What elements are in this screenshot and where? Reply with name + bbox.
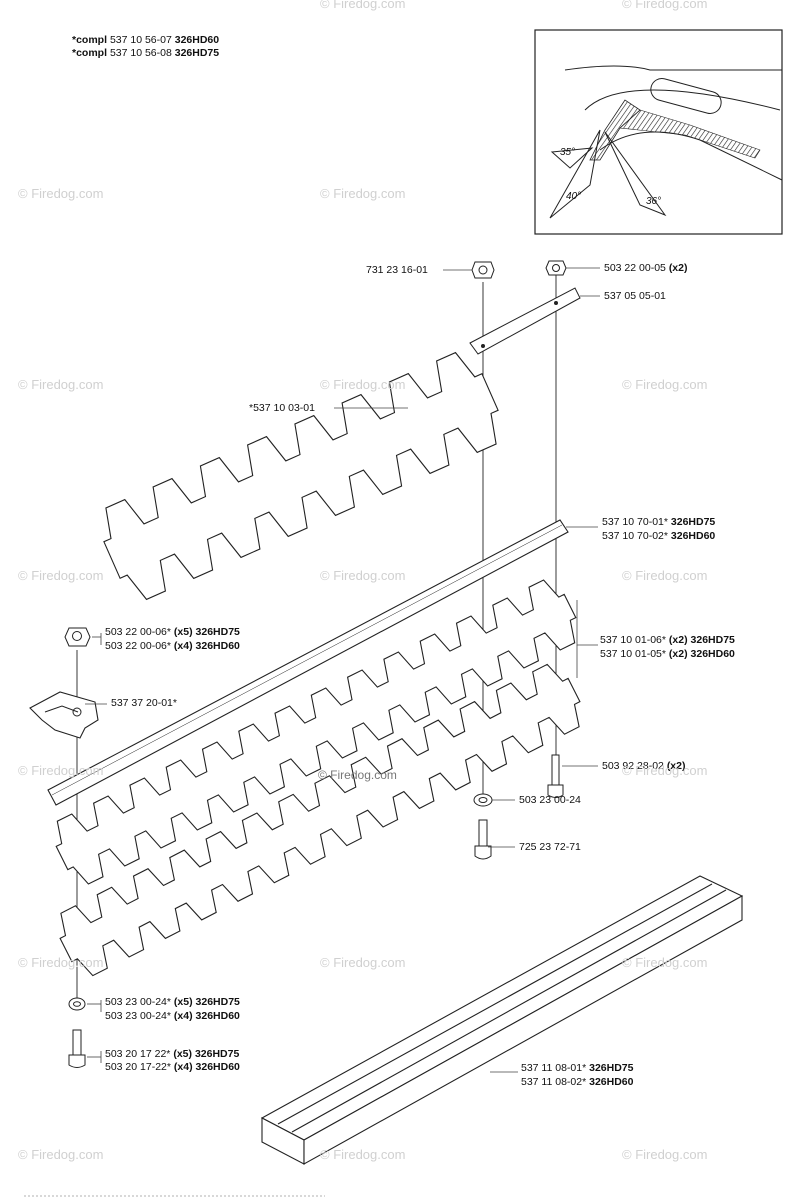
label-screw-right: 503 92 28-02 (x2): [602, 760, 686, 772]
angle-label-1: 35°: [560, 147, 576, 158]
label-washer-left-1: 503 23 00-24* (x5) 326HD75: [105, 996, 240, 1008]
label-blade-main: *537 10 03-01: [249, 402, 315, 414]
label-nut-top: 731 23 16-01: [366, 264, 428, 276]
watermark: © Firedog.com: [18, 955, 104, 970]
guard-537-11-08: [260, 875, 744, 1165]
watermark: © Firedog.com: [320, 377, 406, 392]
watermark: © Firedog.com: [18, 763, 104, 778]
label-bar-long-2: 537 10 70-02* 326HD60: [602, 530, 716, 542]
screw-503-92-28-02: [547, 754, 564, 798]
screw-503-20-17-22: [68, 1029, 86, 1068]
screw-725-23-72-71: [474, 819, 492, 860]
label-nut-left-1: 503 22 00-06* (x5) 326HD75: [105, 626, 240, 638]
nut-731-23-16-01: [471, 261, 495, 279]
washer-503-23-00-24: [473, 793, 493, 807]
label-blades-2: 537 10 01-05* (x2) 326HD60: [600, 648, 735, 660]
watermark: © Firedog.com: [320, 1147, 406, 1162]
blade-537-10-03-01: [103, 351, 499, 601]
watermark: © Firedog.com: [18, 377, 104, 392]
label-washer-mid: 503 23 00-24: [519, 794, 581, 806]
bar-537-10-70: [47, 519, 569, 806]
leader-lines: [85, 267, 600, 1073]
bar-537-05-05-01: [469, 287, 581, 355]
bracket-537-37-20-01: [29, 691, 99, 739]
header-line-1: *compl 537 10 56-07 326HD60: [72, 34, 220, 46]
watermark: © Firedog.com: [622, 568, 708, 583]
label-washer-left-2: 503 23 00-24* (x4) 326HD60: [105, 1010, 240, 1022]
header-line-2: *compl 537 10 56-08 326HD75: [72, 47, 220, 59]
label-bar-top: 537 05 05-01: [604, 290, 666, 302]
angle-label-3: 36°: [646, 196, 662, 207]
nut-503-22-00-06: [64, 627, 91, 647]
nut-503-22-00-05: [545, 260, 567, 276]
detail-inset: [534, 29, 783, 235]
label-blades-1: 537 10 01-06* (x2) 326HD75: [600, 634, 735, 646]
angle-label-2: 40°: [566, 191, 582, 202]
watermark: © Firedog.com: [320, 186, 406, 201]
label-nut-left-2: 503 22 00-06* (x4) 326HD60: [105, 640, 240, 652]
label-guard-2: 537 11 08-02* 326HD60: [521, 1076, 634, 1088]
watermark: © Firedog.com: [320, 955, 406, 970]
watermark: © Firedog.com: [320, 0, 406, 11]
label-bar-long-1: 537 10 70-01* 326HD75: [602, 516, 716, 528]
watermark: © Firedog.com: [320, 568, 406, 583]
label-screw-mid: 725 23 72-71: [519, 841, 581, 853]
label-screw-left-2: 503 20 17-22* (x4) 326HD60: [105, 1061, 240, 1073]
washer-503-23-00-24-left: [68, 997, 86, 1011]
watermark: © Firedog.com: [622, 377, 708, 392]
header-notes: *compl 537 10 56-07 326HD60 *compl 537 1…: [72, 34, 219, 60]
watermark: © Firedog.com: [18, 568, 104, 583]
watermark: © Firedog.com: [622, 763, 708, 778]
blades-537-10-01: [55, 579, 581, 977]
label-screw-left-1: 503 20 17 22* (x5) 326HD75: [105, 1048, 240, 1060]
watermark: © Firedog.com: [622, 0, 708, 11]
label-bracket: 537 37 20-01*: [111, 697, 177, 709]
watermark: © Firedog.com: [622, 955, 708, 970]
watermark-center: © Firedog.com: [318, 768, 397, 782]
watermark: © Firedog.com: [18, 186, 104, 201]
label-nut-top-right: 503 22 00-05 (x2): [604, 262, 688, 274]
watermark: © Firedog.com: [18, 1147, 104, 1162]
watermark: © Firedog.com: [622, 1147, 708, 1162]
label-guard-1: 537 11 08-01* 326HD75: [521, 1062, 634, 1074]
